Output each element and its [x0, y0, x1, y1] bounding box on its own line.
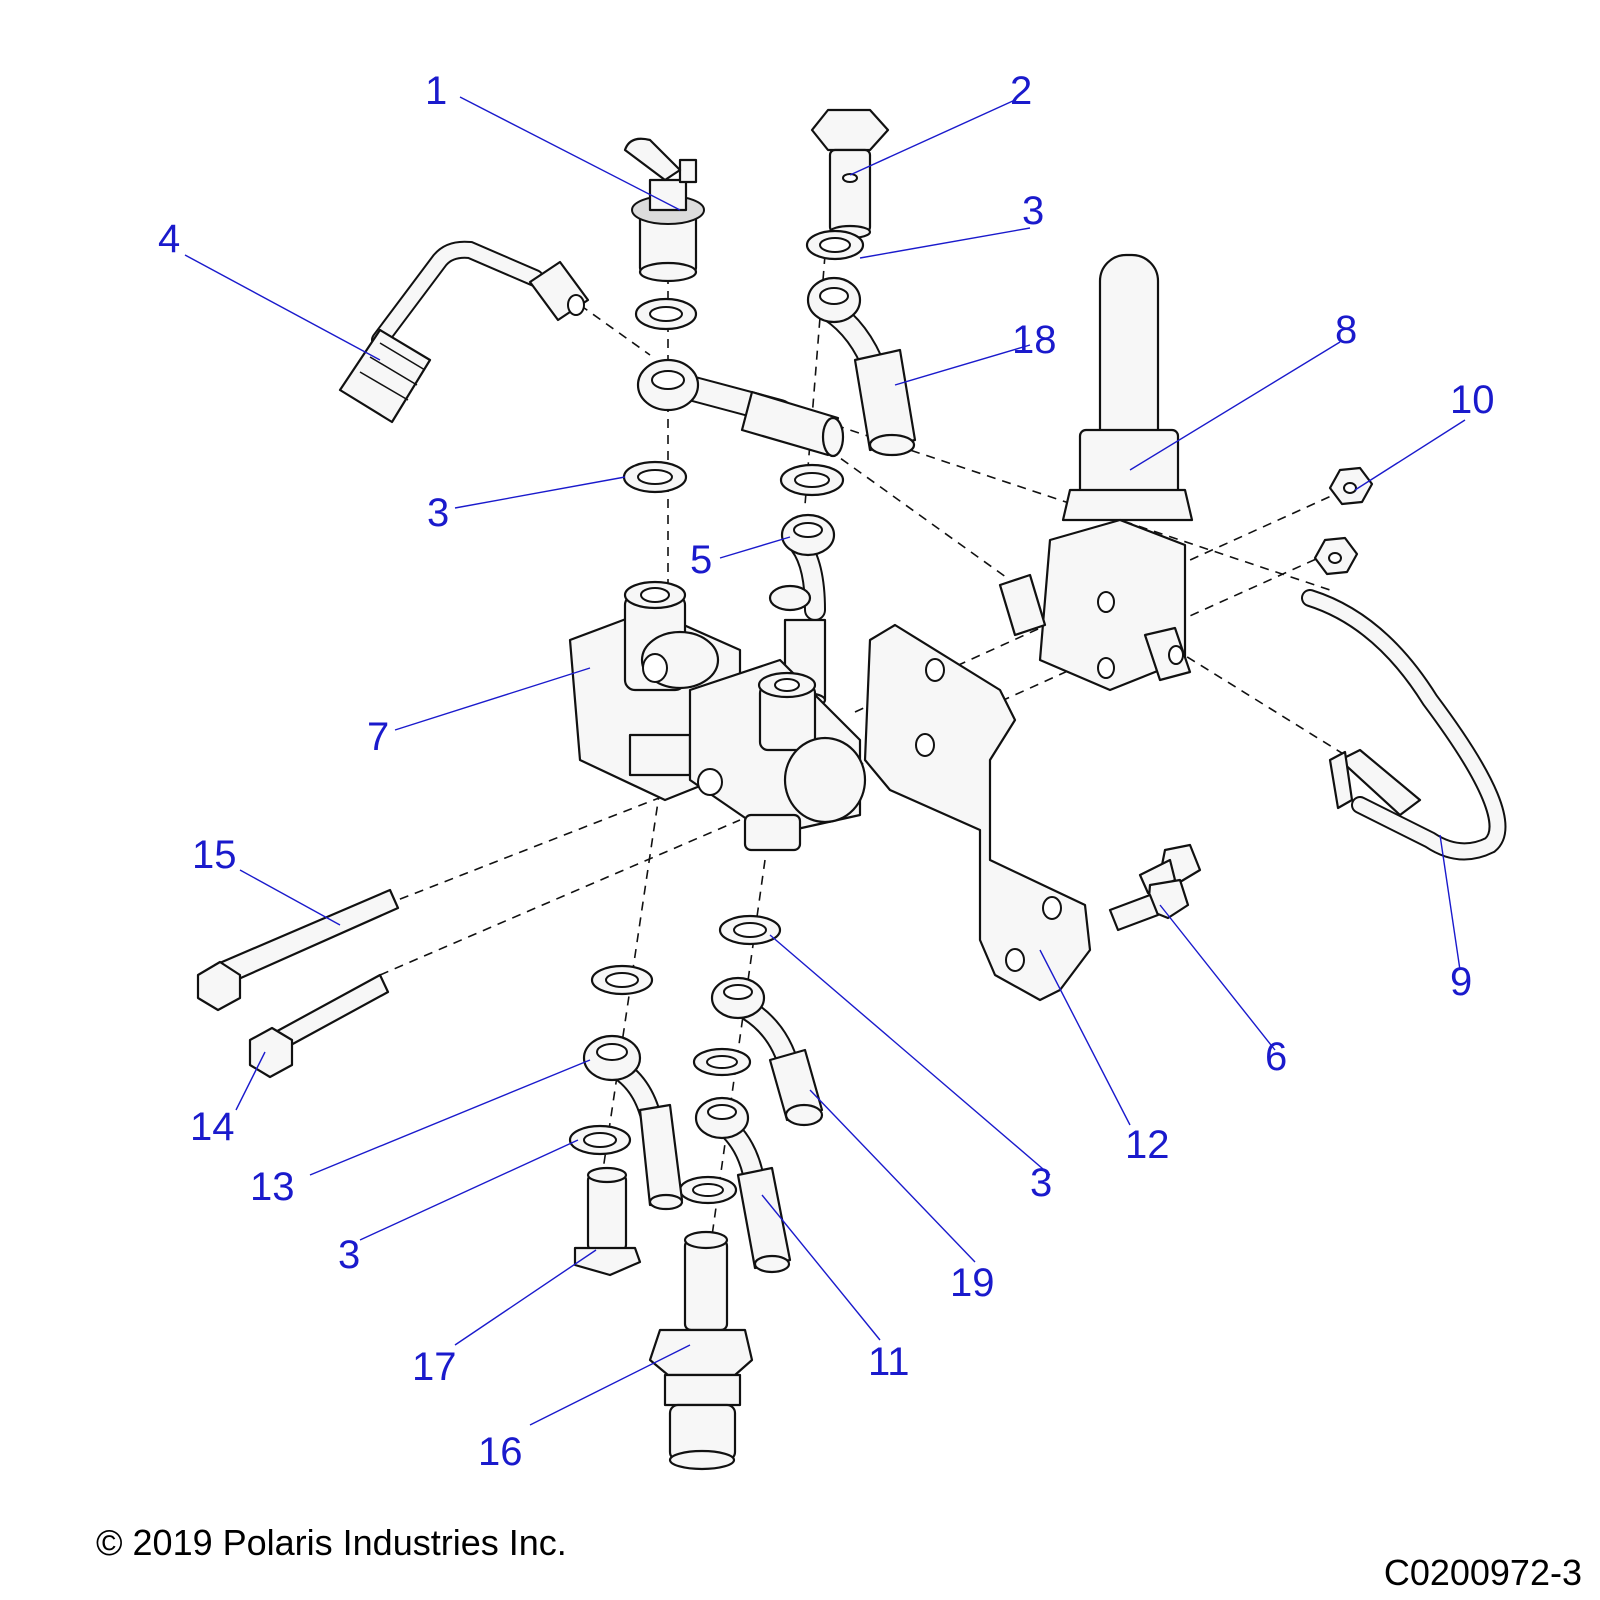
- banjo-hose-18: [806, 276, 917, 457]
- callout-6: 6: [1265, 1035, 1287, 1079]
- callout-5: 5: [690, 538, 712, 582]
- nuts-10: [1313, 466, 1374, 576]
- callout-15: 15: [192, 833, 237, 877]
- screws-6: [1108, 843, 1202, 932]
- callout-4: 4: [158, 217, 180, 261]
- callout-3-lower-left: 3: [338, 1233, 360, 1277]
- callout-19: 19: [950, 1261, 995, 1305]
- callout-7: 7: [367, 715, 389, 759]
- callout-3-lower-right: 3: [1030, 1161, 1052, 1205]
- callout-11: 11: [868, 1340, 910, 1384]
- callout-numbers: 1 2 3 3 3 3 4 5 6 7 8 9 10 11 12 13 14 1…: [158, 69, 1495, 1474]
- banjo-hose-19: [710, 976, 824, 1127]
- callout-12: 12: [1125, 1123, 1170, 1167]
- banjo-hose-11: [694, 1096, 792, 1274]
- mounting-bracket-12: [863, 623, 1092, 1002]
- callout-18: 18: [1012, 318, 1057, 362]
- callout-8: 8: [1335, 308, 1357, 352]
- callout-13: 13: [250, 1165, 295, 1209]
- proportioning-valve-8: [998, 253, 1194, 692]
- brake-line-4: [338, 240, 590, 424]
- callout-17: 17: [412, 1345, 457, 1389]
- callout-1: 1: [425, 69, 447, 113]
- callout-16: 16: [478, 1430, 523, 1474]
- callout-10: 10: [1450, 378, 1495, 422]
- banjo-bolt-2: [810, 108, 890, 240]
- distribution-block-7: [568, 580, 867, 852]
- copyright-notice: © 2019 Polaris Industries Inc.: [96, 1522, 567, 1563]
- banjo-bolt-17: [573, 1166, 642, 1277]
- bolts-14-15: [196, 888, 400, 1079]
- callout-3-middle: 3: [427, 491, 449, 535]
- callout-9: 9: [1450, 960, 1472, 1004]
- drawing-code: C0200972-3: [1383, 1552, 1582, 1593]
- washers-3: [568, 229, 865, 1205]
- banjo-hose-13: [582, 1034, 684, 1211]
- banjo-hose-5: [768, 513, 836, 709]
- leader-lines: [184, 96, 1466, 1426]
- bleeder-bolt-1: [623, 137, 705, 283]
- banjo-fitting-upper: [636, 358, 845, 458]
- brake-line-9: [1301, 589, 1507, 861]
- brake-switch-16: [648, 1230, 754, 1471]
- callout-3-upper: 3: [1022, 189, 1044, 233]
- callout-2: 2: [1010, 69, 1032, 113]
- callout-14: 14: [190, 1105, 235, 1149]
